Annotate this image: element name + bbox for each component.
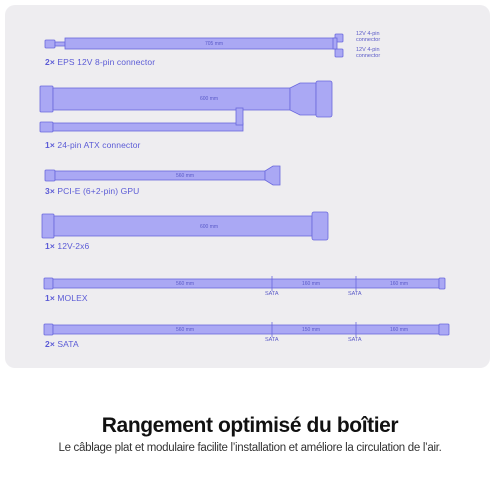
sata-label: 2× SATA xyxy=(45,339,79,349)
pcie-cable xyxy=(44,165,281,186)
page-subheading: Le câblage plat et modulaire facilite l’… xyxy=(58,442,442,454)
cable-diagram-panel xyxy=(5,5,490,368)
atx-label: 1× 24-pin ATX connector xyxy=(45,140,141,150)
molex-cable xyxy=(43,276,446,291)
pcie-length: 560 mm xyxy=(176,173,195,179)
12v-2x6-length: 600 mm xyxy=(200,224,219,230)
eps-label: 2× EPS 12V 8-pin connector xyxy=(45,57,156,67)
atx-length: 600 mm xyxy=(200,96,219,102)
12v-2x6-cable xyxy=(41,211,329,241)
molex-label: 1× MOLEX xyxy=(45,293,88,303)
sata-length-1: 560 mm xyxy=(176,327,195,333)
sata-length-3: 160 mm xyxy=(390,327,409,333)
pcie-label: 3× PCI-E (6+2-pin) GPU xyxy=(45,186,140,196)
12v-2x6-label: 1× 12V-2x6 xyxy=(45,241,90,251)
eps-length: 705 mm xyxy=(205,41,224,47)
sata-tap-1: SATA xyxy=(265,337,279,343)
molex-sata-tap-1: SATA xyxy=(265,291,279,297)
sata-length-2: 150 mm xyxy=(302,327,321,333)
atx-cable xyxy=(39,80,333,133)
molex-length-2: 160 mm xyxy=(302,281,321,287)
page-heading: Rangement optimisé du boîtier xyxy=(101,414,399,437)
molex-length-1: 560 mm xyxy=(176,281,195,287)
molex-length-3: 160 mm xyxy=(390,281,409,287)
sata-cable xyxy=(43,322,450,337)
eps-cable xyxy=(44,33,344,58)
molex-sata-tap-2: SATA xyxy=(348,291,362,297)
sata-tap-2: SATA xyxy=(348,337,362,343)
